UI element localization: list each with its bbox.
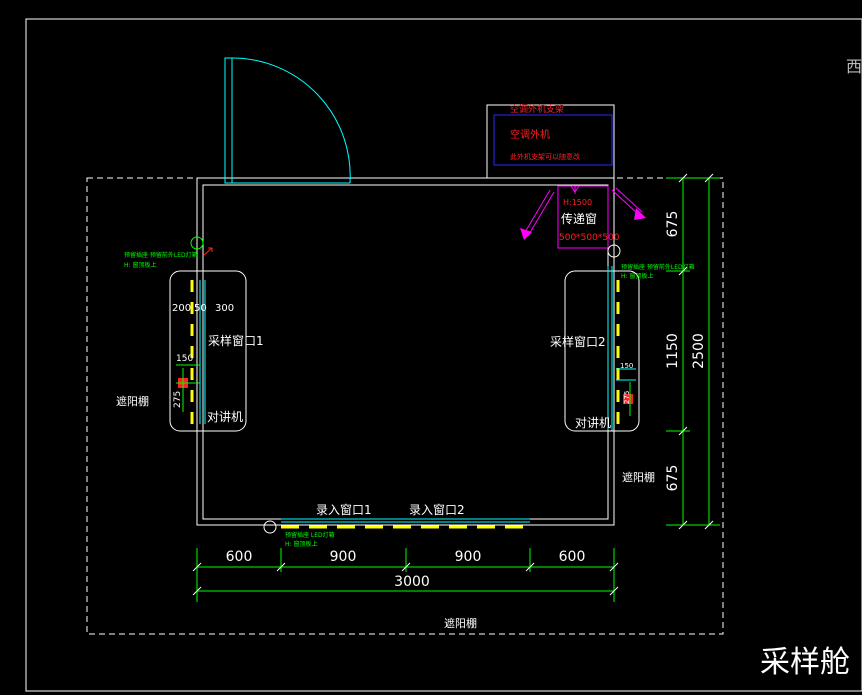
awning-outline: [86, 177, 724, 635]
outdoor-bracket-label: 空调外机支架: [510, 103, 564, 115]
dim-bottom-600-right: 600: [559, 549, 586, 565]
door: [224, 57, 351, 184]
sample-window-2-label: 采样窗口2: [550, 334, 606, 349]
led-note-left-line1: 预留插座 预留前外LED灯箱: [124, 251, 198, 259]
left-dim-275: 275: [173, 391, 183, 408]
right-dim-275: 275: [623, 391, 631, 404]
dim-bottom-600-left: 600: [226, 549, 253, 565]
awning-label-left: 遮阳棚: [116, 394, 149, 408]
led-note-bottom-line1: 预留插座 LED灯箱: [285, 531, 335, 539]
outdoor-unit: [486, 104, 615, 179]
dim-bottom-900-left: 900: [330, 549, 357, 565]
bottom-dimension-lines: [192, 548, 619, 602]
awning-label-bottom: 遮阳棚: [444, 616, 477, 630]
entry-window-2-label: 录入窗口2: [409, 503, 465, 517]
left-dim-50: 50: [194, 303, 207, 314]
pass-window-name: 传递窗: [561, 211, 597, 226]
dim-bottom-900-right: 900: [455, 549, 482, 565]
bottom-entry-windows: [281, 518, 530, 529]
intercom-right-label: 对讲机: [575, 415, 611, 430]
dim-right-total: 2500: [691, 333, 707, 369]
left-dim-200: 200: [172, 303, 191, 314]
intercom-left-label: 对讲机: [207, 409, 243, 424]
edge-character: 西: [846, 57, 862, 76]
pass-window-size: 500*500*500: [559, 233, 620, 243]
dim-bottom-total: 3000: [394, 574, 430, 590]
led-note-right-line2: H: 窗顶板上: [621, 272, 653, 280]
right-dim-150: 150: [620, 362, 633, 370]
outdoor-unit-label: 空调外机: [510, 128, 550, 141]
pass-window: [520, 185, 646, 249]
left-dim-150: 150: [176, 354, 193, 364]
drawing-title: 采样舱: [760, 645, 850, 680]
dim-right-675-bottom: 675: [665, 465, 681, 492]
cabin-walls: [196, 177, 615, 526]
dim-right-1150: 1150: [665, 333, 681, 369]
left-dim-300: 300: [215, 303, 234, 314]
sample-window-1-label: 采样窗口1: [208, 333, 264, 348]
led-note-bottom-line2: H: 窗顶板上: [285, 540, 317, 548]
awning-label-right: 遮阳棚: [622, 470, 655, 484]
right-sample-counter: [564, 266, 640, 432]
dim-right-675-top: 675: [665, 211, 681, 238]
led-note-left-line2: H: 窗顶板上: [124, 261, 156, 269]
left-sample-counter: [169, 270, 247, 432]
drawing-frame: [25, 18, 862, 692]
led-note-right-line1: 预留插座 预留前外LED灯箱: [621, 263, 695, 271]
right-dimension-lines: [666, 173, 720, 530]
outdoor-unit-note: 此外机支架可以随意改: [510, 152, 580, 161]
socket-markers: [190, 236, 621, 534]
pass-window-height: H:1500: [563, 198, 592, 207]
entry-window-1-label: 录入窗口1: [316, 503, 372, 517]
